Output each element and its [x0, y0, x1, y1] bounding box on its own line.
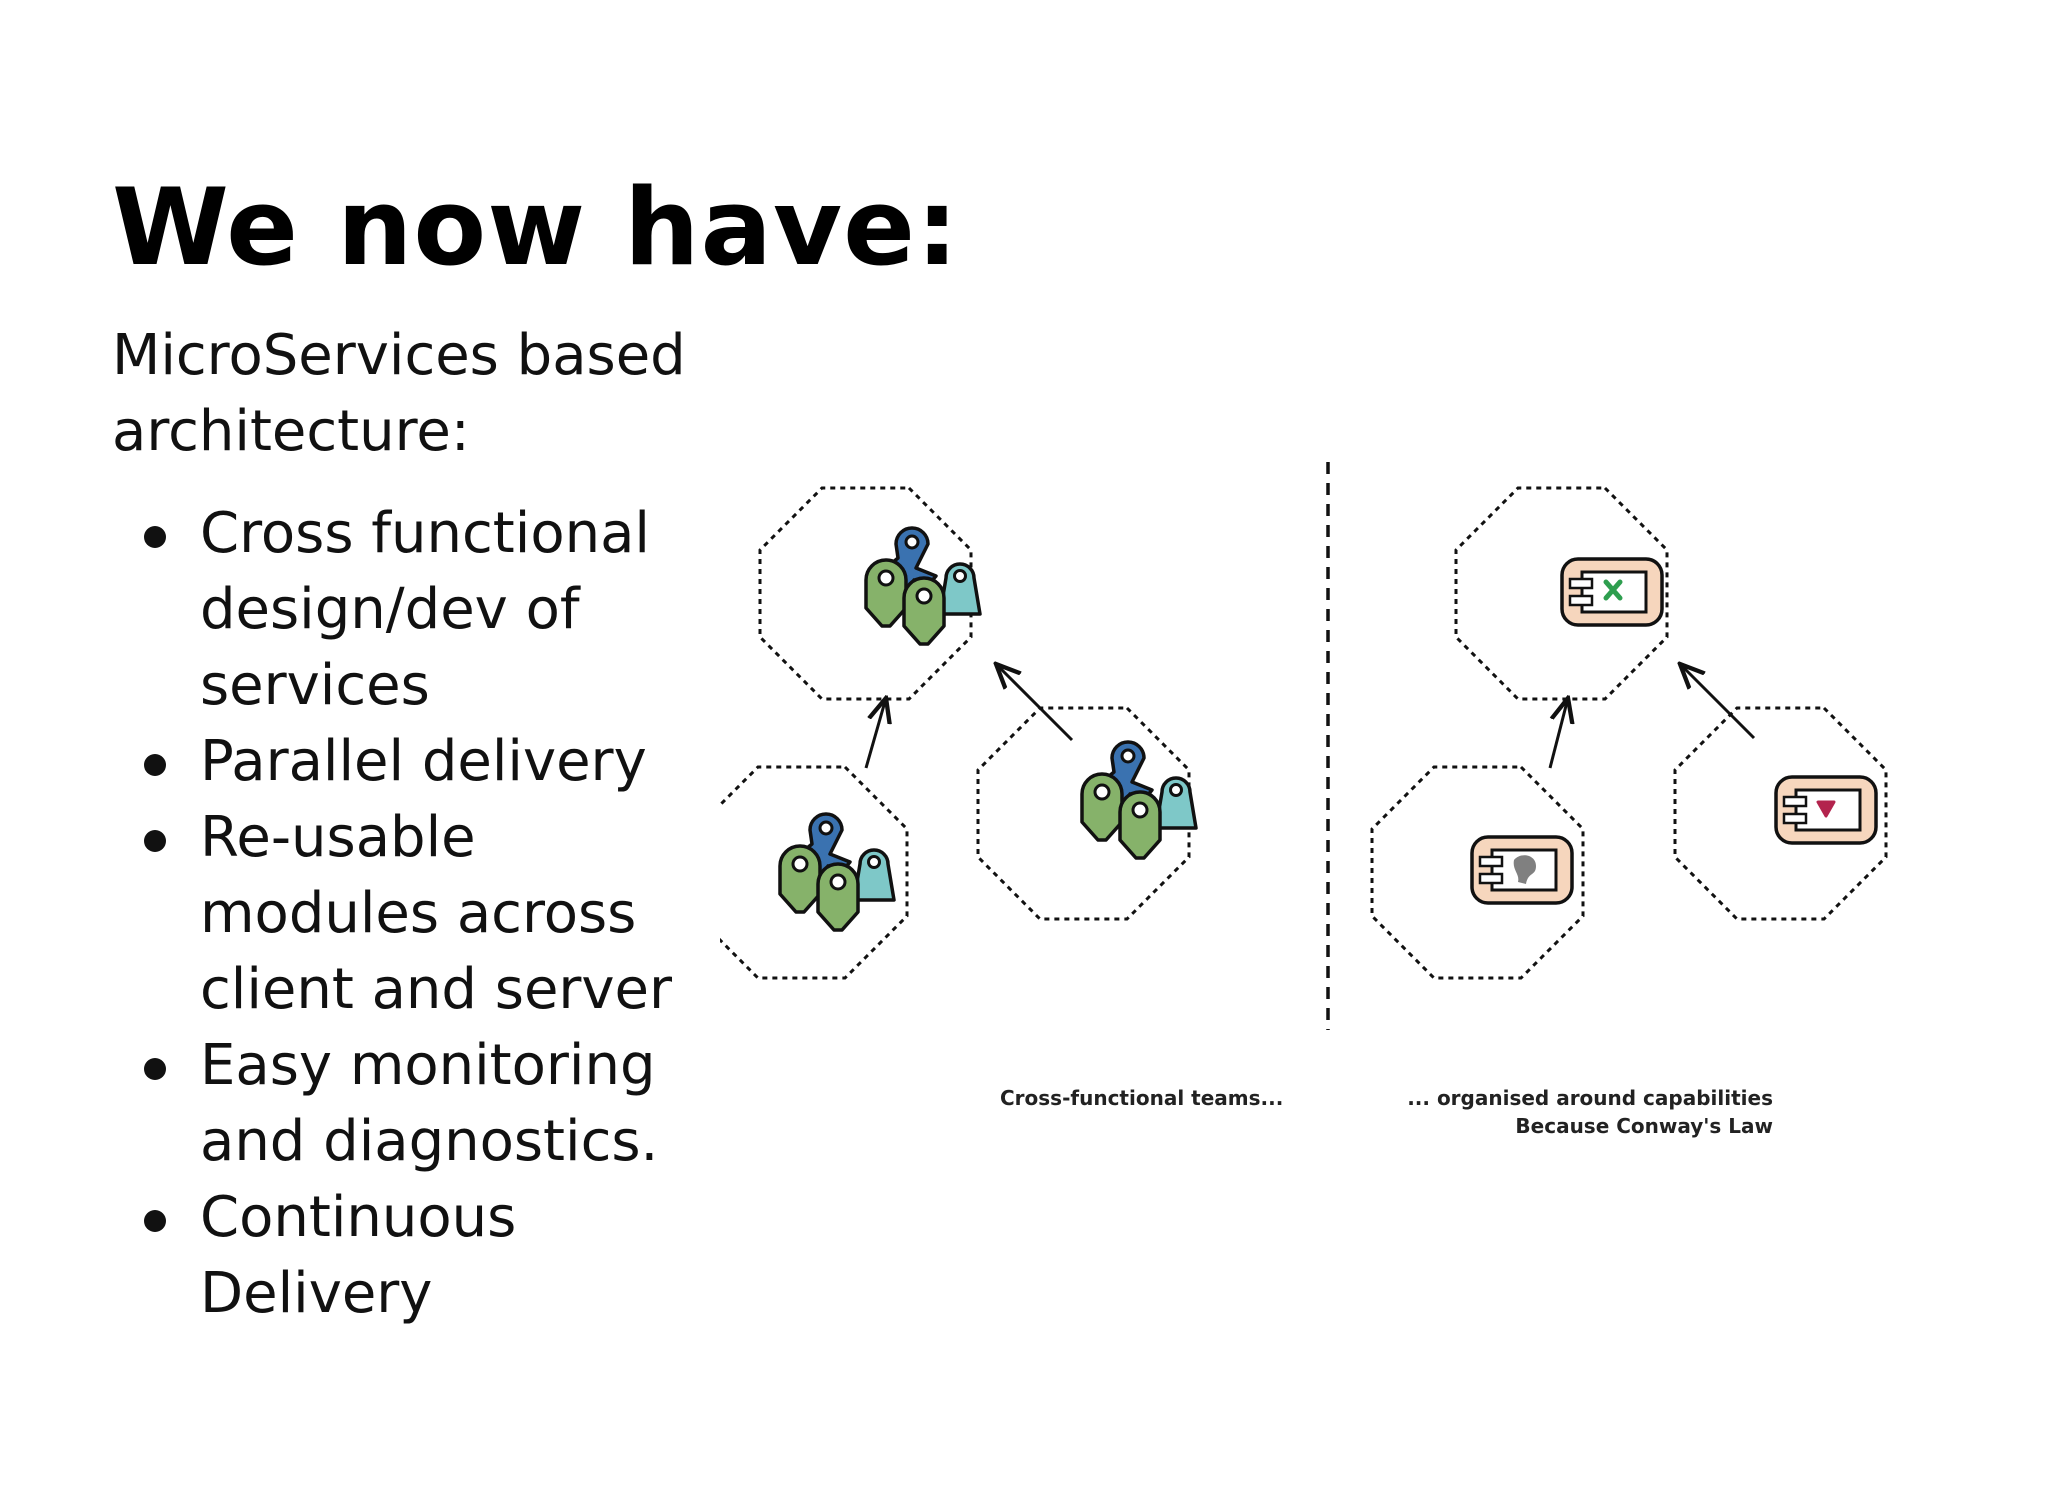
caption-cross-functional-teams: Cross-functional teams... [1000, 1086, 1284, 1110]
bullet-text: Continuous Delivery [200, 1185, 517, 1326]
capability-module-bottom-right [1774, 775, 1878, 845]
capability-module-top [1560, 557, 1664, 627]
bullet-dot [144, 754, 166, 776]
team-icon-bottom-left [780, 814, 894, 930]
team-octagon-bottom-left [720, 765, 909, 980]
red-heart-icon [1816, 800, 1836, 818]
bullet-dot [144, 830, 166, 852]
bullet-text: Easy monitoring and diagnostics. [200, 1033, 659, 1174]
caption-capabilities-line1: ... organised around capabilities [1407, 1086, 1773, 1110]
conway-diagram [720, 462, 1888, 1030]
slide-subtitle: MicroServices based architecture: [112, 323, 686, 464]
bullet-text: Re-usable modules across client and serv… [200, 805, 673, 1022]
bullet-list: Cross functional design/dev of services … [112, 496, 732, 1332]
green-x-icon [1603, 579, 1623, 601]
caption-capabilities: ... organised around capabilities Becaus… [1407, 1084, 1773, 1140]
bullet-text: Parallel delivery [200, 729, 647, 794]
arrow-cap-left-to-top [1548, 698, 1568, 769]
bullet-item: Easy monitoring and diagnostics. [112, 1028, 732, 1180]
team-octagon-bottom-right [976, 706, 1191, 921]
caption-conway-law: Because Conway's Law [1515, 1114, 1773, 1138]
bullet-item: Cross functional design/dev of services [112, 496, 732, 724]
bullet-item: Parallel delivery [112, 724, 732, 800]
bullet-dot [144, 526, 166, 548]
arrow-right-to-top [996, 664, 1074, 742]
arrow-left-to-top [864, 698, 886, 769]
grey-blob-icon [1513, 855, 1536, 884]
bullet-item: Re-usable modules across client and serv… [112, 800, 732, 1028]
team-octagon-top [758, 486, 973, 701]
capability-octagon-bottom-right [1673, 706, 1888, 921]
capability-octagon-bottom-left [1370, 765, 1585, 980]
bullet-dot [144, 1210, 166, 1232]
team-icon-top [866, 528, 980, 644]
bullet-dot [144, 1058, 166, 1080]
capability-module-bottom-left [1470, 835, 1574, 905]
bullet-text: Cross functional design/dev of services [200, 501, 650, 718]
arrow-cap-right-to-top [1680, 664, 1756, 740]
capability-octagon-top [1454, 486, 1669, 701]
slide-title: We now have: [112, 166, 960, 289]
bullet-item: Continuous Delivery [112, 1180, 732, 1332]
